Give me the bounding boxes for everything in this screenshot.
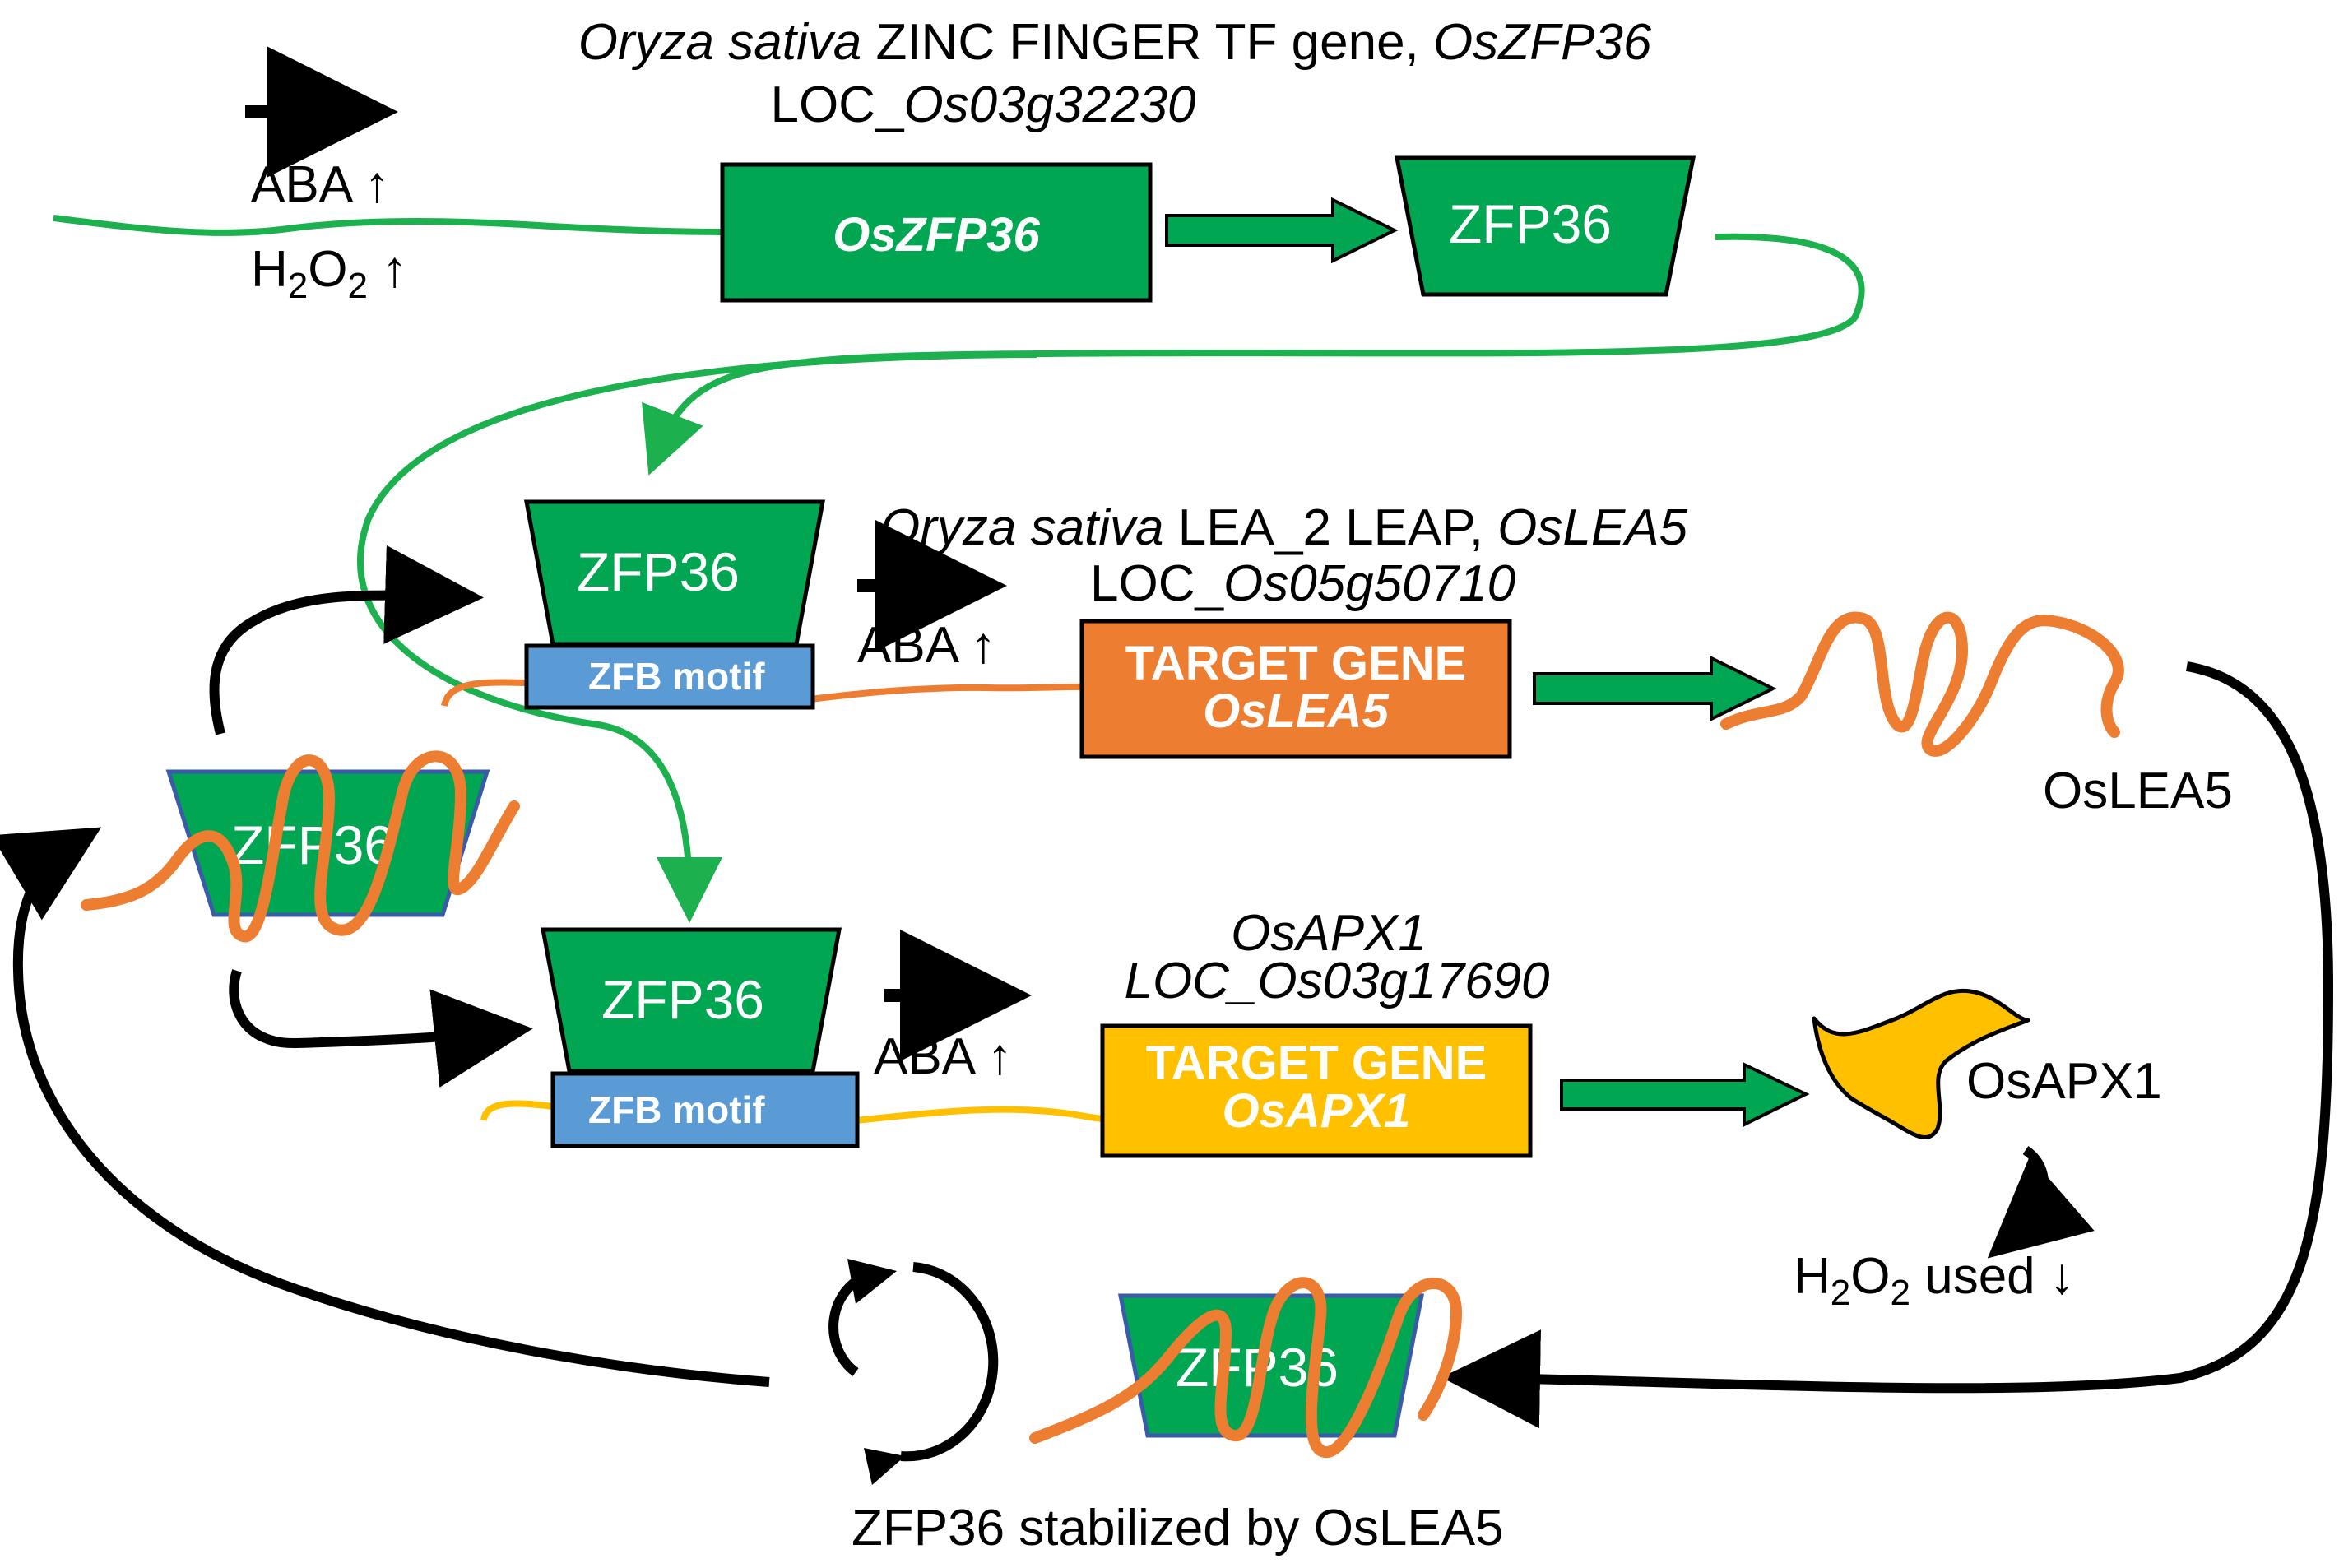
aba-induction-label: ABA ↑ bbox=[251, 156, 390, 213]
target-gene-oslea5-line2: OsLEA5 bbox=[1203, 684, 1389, 738]
gene1-title: Oryza sativa ZINC FINGER TF gene, OsZFP3… bbox=[578, 14, 1652, 71]
target-gene-osapx1-line1: TARGET GENE bbox=[1146, 1037, 1487, 1090]
gene1-locus: LOC_Os03g32230 bbox=[770, 77, 1195, 133]
oszfp36-dna-strand bbox=[53, 215, 725, 236]
complex-return-arrow bbox=[0, 827, 770, 1387]
feedback-arrow-to-apx1 bbox=[229, 969, 533, 1088]
zfp36-complex-left-label: ZFP36 bbox=[231, 814, 394, 875]
oslea5-protein-label: OsLEA5 bbox=[2043, 763, 2233, 819]
oszfp36-gene-label: OsZFP36 bbox=[833, 208, 1040, 262]
zfb-motif-lea5-label: ZFB motif bbox=[588, 655, 765, 698]
aba-induction-lea5: ABA ↑ bbox=[857, 617, 996, 674]
zfb-motif-lea5 bbox=[524, 643, 815, 710]
translation-arrow-icon-1 bbox=[1165, 197, 1399, 264]
aba-induction-apx1: ABA ↑ bbox=[874, 1028, 1013, 1085]
circular-arrows-icon bbox=[828, 1259, 999, 1485]
target-gene-oslea5-line1: TARGET GENE bbox=[1125, 637, 1467, 690]
zfb-motif-apx1 bbox=[550, 1071, 860, 1148]
zfb-motif-apx1-label: ZFB motif bbox=[588, 1088, 765, 1131]
target-gene-oslea5-box bbox=[1079, 619, 1512, 759]
target-gene-osapx1-box bbox=[1100, 1023, 1533, 1158]
oslea5-title: Oryza sativa LEA_2 LEAP, OsLEA5 bbox=[880, 499, 1688, 556]
stabilization-caption: ZFP36 stabilized by OsLEA5 bbox=[852, 1500, 1504, 1556]
zfp36-binding-path-apx1 bbox=[357, 351, 1037, 923]
translation-arrow-icon-2 bbox=[1533, 655, 1777, 722]
zfp36-protein-top bbox=[1394, 155, 1696, 297]
zfp36-protein-apx1-label: ZFP36 bbox=[601, 969, 764, 1030]
target-gene-osapx1-line2: OsAPX1 bbox=[1223, 1084, 1411, 1138]
oszfp36-gene-box bbox=[720, 162, 1153, 303]
zfp36-protein-top-label: ZFP36 bbox=[1449, 193, 1612, 254]
h2o2-consumption-arrow-icon bbox=[1987, 1146, 2095, 1259]
osapx1-locus: LOC_Os03g17690 bbox=[1124, 953, 1549, 1009]
translation-arrow-icon-3 bbox=[1560, 1061, 1810, 1128]
osapx1-protein-label: OsAPX1 bbox=[1966, 1053, 2162, 1110]
feedback-arrow-to-lea5 bbox=[209, 545, 484, 735]
h2o2-used-label: H2O2 used ↓ bbox=[1794, 1248, 2075, 1313]
oslea5-coil-bottom bbox=[1029, 1277, 1462, 1458]
osapx1-dna-strand bbox=[480, 1100, 1103, 1124]
oslea5-return-arrow bbox=[1441, 661, 2334, 1429]
osapx1-protein-shape bbox=[1812, 988, 2030, 1139]
oslea5-protein-coil bbox=[1720, 611, 2124, 757]
zfp36-protein-lea5-label: ZFP36 bbox=[577, 541, 740, 602]
zfp36-protein-apx1 bbox=[540, 927, 842, 1074]
oslea5-coil-left bbox=[81, 750, 520, 943]
osapx1-title: OsAPX1 bbox=[1231, 905, 1427, 962]
h2o2-induction-label: H2O2 ↑ bbox=[251, 241, 407, 306]
oslea5-locus: LOC_Os05g50710 bbox=[1090, 555, 1515, 612]
